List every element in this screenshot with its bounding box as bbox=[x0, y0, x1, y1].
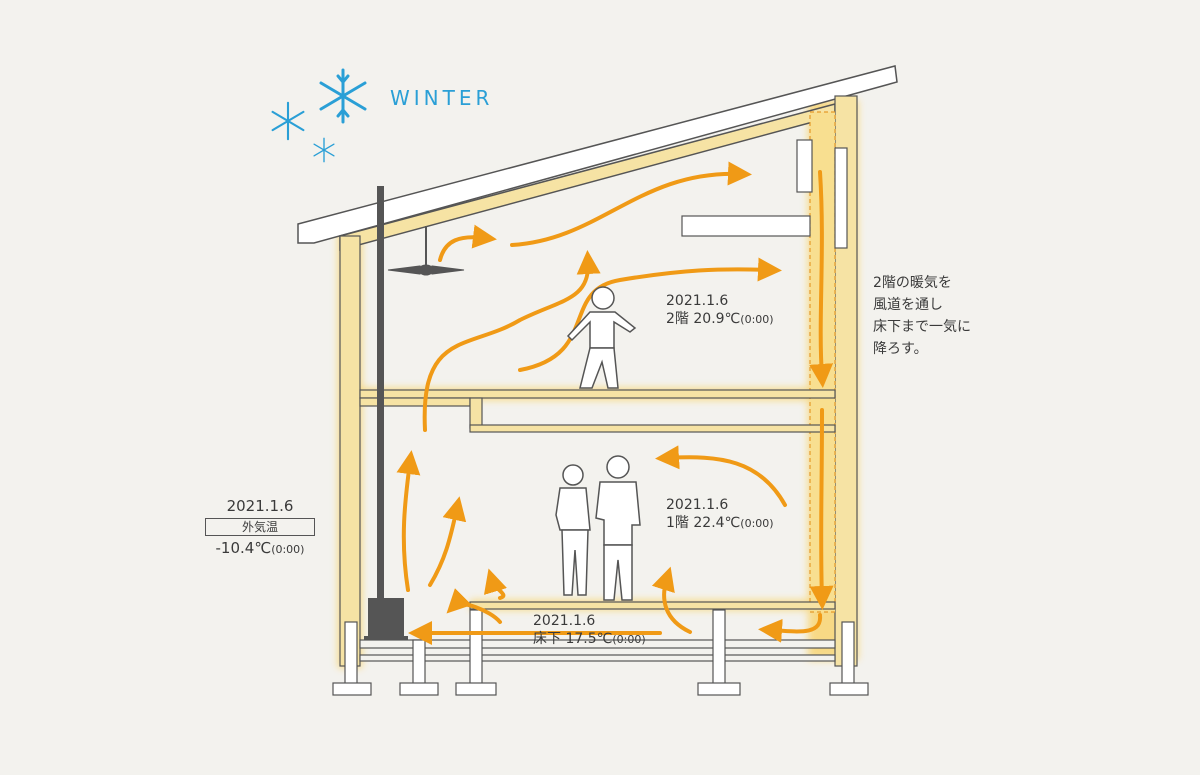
season-label: WINTER bbox=[390, 86, 494, 110]
outside-date: 2021.1.6 bbox=[226, 497, 294, 515]
note-line: 床下まで一気に bbox=[873, 319, 971, 335]
floor1-time: (0:00) bbox=[740, 517, 774, 530]
airflow-arrows bbox=[396, 161, 834, 645]
outside-time: (0:00) bbox=[271, 543, 305, 556]
duct-note: 2階の暖気を 風道を通し 床下まで一気に 降ろす。 bbox=[873, 272, 971, 360]
note-line: 風道を通し bbox=[873, 297, 943, 313]
floor1-temp: 22.4℃ bbox=[693, 515, 741, 531]
underfloor-time: (0:00) bbox=[612, 633, 646, 646]
note-line: 2階の暖気を bbox=[873, 275, 952, 291]
underfloor-temp: 17.5℃ bbox=[565, 631, 613, 647]
floor1-date: 2021.1.6 bbox=[666, 497, 729, 513]
wood-stove bbox=[364, 186, 408, 640]
note-line: 降ろす。 bbox=[873, 341, 928, 357]
floor2-label: 2階 bbox=[666, 311, 689, 327]
underfloor-date: 2021.1.6 bbox=[533, 613, 596, 629]
snowflake-icon bbox=[271, 68, 367, 163]
person-upstairs-icon bbox=[566, 286, 637, 389]
ceiling-fan-icon bbox=[387, 226, 465, 276]
floor2-time: (0:00) bbox=[740, 313, 774, 326]
outside-label: 外気温 bbox=[205, 518, 315, 536]
walls bbox=[339, 95, 858, 667]
underfloor-label: 床下 bbox=[533, 631, 561, 647]
windows bbox=[681, 139, 848, 249]
floor1-label: 1階 bbox=[666, 515, 689, 531]
outside-temp: -10.4℃ bbox=[215, 539, 272, 557]
underfloor-temperature: 2021.1.6 床下 17.5℃(0:00) bbox=[533, 612, 646, 649]
floor2-temp: 20.9℃ bbox=[693, 311, 741, 327]
floor2-date: 2021.1.6 bbox=[666, 293, 729, 309]
floor1-temperature: 2021.1.6 1階 22.4℃(0:00) bbox=[666, 496, 774, 533]
floor2-temperature: 2021.1.6 2階 20.9℃(0:00) bbox=[666, 292, 774, 329]
family-icon bbox=[555, 455, 641, 601]
outside-temperature: 2021.1.6 外気温 -10.4℃(0:00) bbox=[205, 497, 315, 559]
wood-glow bbox=[338, 100, 858, 668]
